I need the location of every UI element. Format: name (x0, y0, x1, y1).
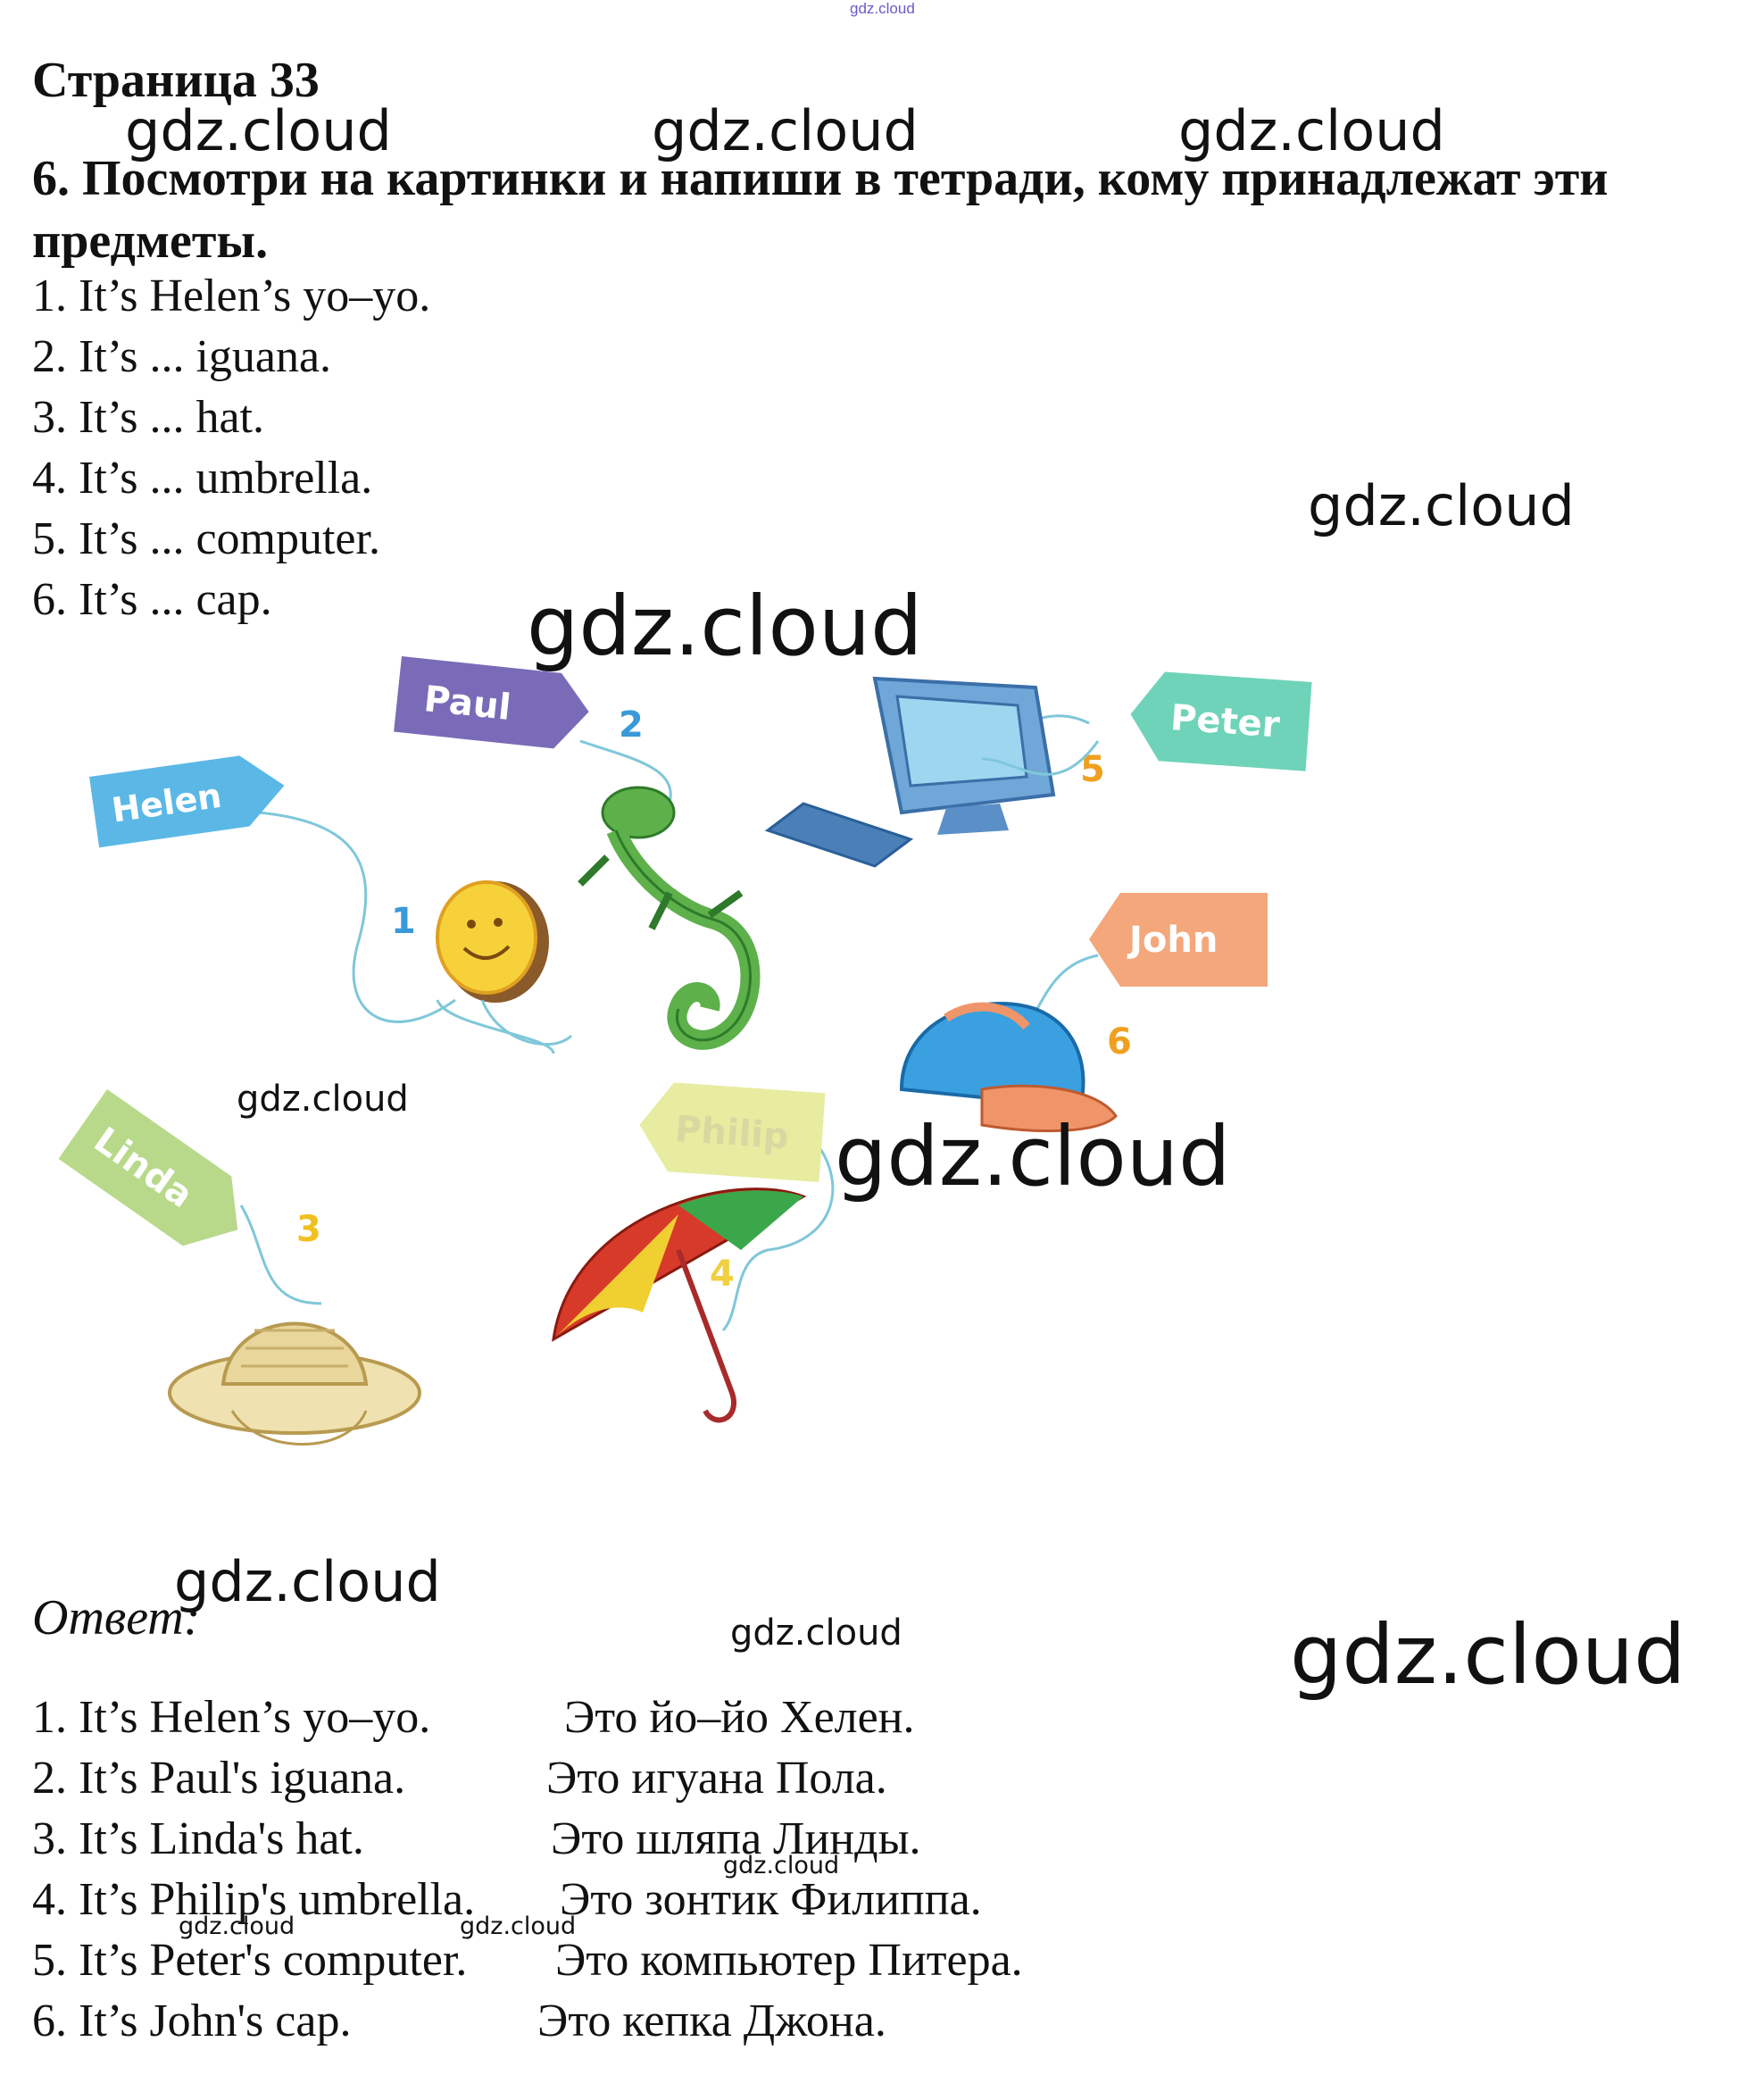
tag-peter-label: Peter (1169, 697, 1282, 746)
tag-philip: Philip (639, 1082, 826, 1183)
tag-john-label: John (1127, 920, 1218, 961)
watermark: gdz.cloud (1290, 1607, 1686, 1703)
tag-peter: Peter (1130, 671, 1312, 771)
answer-en-2: 2. It’s Paul's iguana. (32, 1753, 406, 1804)
exercise-line-2: 2. It’s ... iguana. (32, 331, 332, 382)
iguana-drawing (578, 786, 761, 1050)
watermark: gdz.cloud (730, 1612, 902, 1654)
answer-ru-4: Это зонтик Филиппа. (560, 1874, 982, 1925)
watermark: gdz.cloud (652, 98, 919, 163)
exercise-line-4: 4. It’s ... umbrella. (32, 453, 373, 504)
tag-philip-shape (639, 1082, 826, 1183)
tag-john-shape (1089, 893, 1268, 987)
watermark: gdz.cloud (723, 1852, 840, 1879)
tag-paul-shape (394, 656, 589, 749)
tag-john: John (1089, 893, 1268, 987)
watermark: gdz.cloud (1308, 473, 1575, 538)
answer-en-6: 6. It’s John's cap. (32, 1996, 352, 2046)
tag-philip-label: Philip (674, 1109, 790, 1158)
tag-helen: Helen (89, 755, 285, 848)
answer-ru-2: Это игуана Пола. (546, 1753, 887, 1804)
answer-en-5: 5. It’s Peter's computer. (32, 1935, 468, 1986)
watermark: gdz.cloud (237, 1079, 409, 1120)
top-watermark: gdz.cloud (850, 0, 915, 17)
answer-en-1: 1. It’s Helen’s yo–yo. (32, 1692, 431, 1743)
watermark: gdz.cloud (179, 1912, 295, 1940)
watermark: gdz.cloud (835, 1109, 1231, 1204)
exercise-line-6: 6. It’s ... cap. (32, 574, 272, 625)
umbrella-drawing (552, 1188, 807, 1423)
tag-paul-label: Paul (422, 679, 513, 729)
page-title: Страница 33 (32, 53, 320, 108)
watermark: gdz.cloud (174, 1549, 441, 1614)
tag-peter-shape (1130, 671, 1312, 771)
tag-philip-number: 4 (710, 1254, 735, 1295)
task-line-2: предметы. (32, 213, 269, 269)
tag-linda: Linda (58, 1089, 238, 1246)
illustration: Helen 1 Paul 2 Peter 5 John 6 Linda 3 Ph… (58, 656, 1312, 1446)
hat-drawing (168, 1321, 421, 1446)
computer-drawing (764, 676, 1100, 868)
task-line-1: 6. Посмотри на картинки и напиши в тетра… (32, 151, 1609, 206)
answer-label: Ответ: (32, 1590, 201, 1646)
answer-ru-1: Это йо–йо Хелен. (564, 1692, 915, 1743)
tag-linda-shape (58, 1089, 238, 1246)
tag-paul-number: 2 (619, 704, 644, 746)
answer-ru-3: Это шляпа Линды. (551, 1813, 921, 1864)
tag-helen-shape (89, 755, 285, 848)
tag-helen-number: 1 (391, 901, 416, 942)
answer-ru-5: Это компьютер Питера. (555, 1935, 1023, 1986)
exercise-line-1: 1. It’s Helen’s yo–yo. (32, 271, 431, 321)
watermark: gdz.cloud (125, 98, 392, 163)
exercise-line-3: 3. It’s ... hat. (32, 392, 264, 443)
answer-en-4: 4. It’s Philip's umbrella. (32, 1874, 476, 1925)
answer-en-3: 3. It’s Linda's hat. (32, 1813, 364, 1864)
cap-drawing (899, 1002, 1118, 1133)
watermark: gdz.cloud (460, 1912, 577, 1940)
tag-linda-number: 3 (296, 1209, 321, 1250)
watermark: gdz.cloud (1178, 98, 1445, 163)
yo-yo-drawing (436, 880, 573, 1046)
tag-paul: Paul (394, 656, 589, 749)
tag-john-number: 6 (1107, 1021, 1132, 1062)
watermark: gdz.cloud (527, 579, 923, 674)
exercise-line-5: 5. It’s ... computer. (32, 513, 380, 564)
tag-peter-number: 5 (1080, 749, 1105, 790)
answer-ru-6: Это кепка Джона. (537, 1996, 886, 2046)
